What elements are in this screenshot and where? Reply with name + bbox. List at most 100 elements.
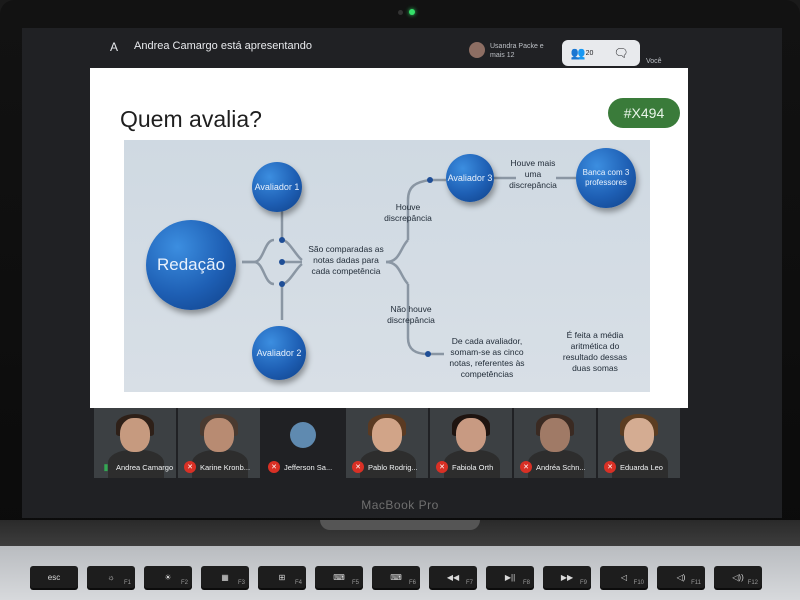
text-comparadas: São comparadas as notas dadas para cada … [308, 244, 384, 276]
participant-face [456, 418, 486, 452]
participant-name: Fabiola Orth [452, 463, 494, 472]
node-banca: Banca com 3 professores [576, 148, 636, 208]
keyboard-key: ⌨ F6 [372, 566, 420, 588]
participant-body [612, 450, 668, 478]
keyboard-key: ◁) F11 [657, 566, 705, 588]
key-label: ◁) [676, 572, 686, 582]
keyboard-key: ▶|| F8 [486, 566, 534, 588]
key-label: ☀ [164, 572, 172, 582]
participant-avatar [290, 422, 316, 448]
participant-tile[interactable]: ✕ Jefferson Sa... [262, 408, 344, 478]
chat-icon: 🗨 [613, 46, 629, 60]
keyboard-key: ◁))F12 [714, 566, 762, 588]
camera-lens [398, 10, 403, 15]
node-avaliador-1: Avaliador 1 [252, 162, 302, 212]
presenter-avatar-icon: A [110, 40, 119, 54]
participant-name: Andrea Camargo [116, 463, 174, 472]
mic-muted-icon: ✕ [268, 461, 280, 473]
people-button[interactable]: 👥20 [562, 40, 602, 66]
participant-face [204, 418, 234, 452]
people-icon: 👥 [570, 46, 586, 60]
presenting-status: Andrea Camargo está apresentando [134, 40, 312, 52]
mic-active-icon: ▮ [103, 461, 109, 472]
participant-body [528, 450, 584, 478]
key-fn-label: F1 [123, 580, 131, 586]
key-label: ◁ [620, 572, 628, 582]
keyboard-key: esc [30, 566, 78, 588]
participant-name: Pablo Rodrig... [368, 463, 418, 472]
participant-tile[interactable]: ✕ Pablo Rodrig... [346, 408, 428, 478]
mic-muted-icon: ✕ [184, 461, 196, 473]
participant-body [360, 450, 416, 478]
participant-tile[interactable]: ✕ Eduarda Leo [598, 408, 680, 478]
participant-strip: ▮ Andrea Camargo ✕ Karine Kronb... ✕ Jefferso… [94, 408, 694, 478]
participant-body [444, 450, 500, 478]
node-avaliador-2: Avaliador 2 [252, 326, 306, 380]
keyboard-key: ⊞ F4 [258, 566, 306, 588]
people-count: 20 [585, 49, 594, 57]
participant-body [108, 450, 164, 478]
others-label: Usandra Packe e mais 12 [490, 43, 544, 59]
text-nao-houve-discrepancia: Não houve discrepância [387, 304, 435, 325]
key-fn-label: F8 [522, 580, 530, 586]
key-fn-label: F4 [294, 580, 302, 586]
slide-tag-badge: #X494 [608, 98, 680, 128]
mic-muted-icon: ✕ [352, 461, 364, 473]
key-fn-label: F11 [691, 580, 701, 586]
meet-top-bar: A Andrea Camargo está apresentando Usand… [22, 28, 782, 66]
keyboard-key: ▶▶ F9 [543, 566, 591, 588]
participant-name: Jefferson Sa... [284, 463, 333, 472]
you-label: Você [646, 58, 662, 65]
key-label: ⌨ [390, 572, 402, 582]
chat-button[interactable]: 🗨 [602, 40, 640, 66]
participant-name: Karine Kronb... [200, 463, 251, 472]
presentation-slide: Quem avalia? #X494 [90, 68, 688, 408]
node-avaliador-3: Avaliador 3 [446, 154, 494, 202]
keyboard-key: ☼ F1 [87, 566, 135, 588]
text-mais-uma-discrepancia: Houve mais uma discrepância [509, 158, 557, 190]
keyboard-key: ⌨F5 [315, 566, 363, 588]
key-label: ⊞ [278, 572, 286, 582]
keyboard-key: ◁F10 [600, 566, 648, 588]
text-media-aritmetica: É feita a média aritmética do resultado … [562, 330, 628, 373]
key-fn-label: F5 [351, 580, 359, 586]
key-label: ▶|| [504, 572, 516, 582]
text-cada-avaliador: De cada avaliador, somam-se as cinco not… [449, 336, 525, 379]
key-fn-label: F2 [180, 580, 188, 586]
camera-indicator-light [409, 9, 415, 15]
keyboard-row: esc ☼ F1 ☀ F2 ▦F3 ⊞ F4 ⌨F5 ⌨ F6 ◀◀ F7 ▶|| F8 ▶▶ F9 ◁F10 ◁)… [30, 556, 780, 596]
key-label: ▦ [221, 572, 229, 582]
key-label: ◀◀ [446, 572, 460, 582]
key-label: ▶▶ [560, 572, 574, 582]
keyboard-key: ◀◀ F7 [429, 566, 477, 588]
participant-name: Andréa Schn... [536, 463, 586, 472]
key-label: ☼ [107, 572, 115, 582]
key-label: ◁)) [732, 572, 744, 582]
participant-face [624, 418, 654, 452]
participant-body [192, 450, 248, 478]
key-fn-label: F9 [579, 580, 587, 586]
laptop-screen: A Andrea Camargo está apresentando Usand… [22, 28, 782, 518]
key-fn-label: F7 [465, 580, 473, 586]
laptop-notch [320, 520, 480, 530]
laptop-brand: MacBook Pro [361, 498, 439, 512]
key-label: esc [47, 572, 61, 582]
participant-tile[interactable]: ✕ Karine Kronb... [178, 408, 260, 478]
flow-diagram: Redação Avaliador 1 Avaliador 2 Avaliado… [124, 140, 650, 392]
participant-avatar-mini [469, 42, 485, 58]
participant-tile[interactable]: ▮ Andrea Camargo [94, 408, 176, 478]
participant-tile[interactable]: ✕ Fabiola Orth [430, 408, 512, 478]
node-redacao: Redação [146, 220, 236, 310]
participant-tile[interactable]: ✕ Andréa Schn... [514, 408, 596, 478]
slide-title: Quem avalia? [120, 106, 262, 132]
mic-muted-icon: ✕ [604, 461, 616, 473]
participant-face [372, 418, 402, 452]
mic-muted-icon: ✕ [520, 461, 532, 473]
participant-face [540, 418, 570, 452]
text-houve-discrepancia: Houve discrepância [384, 202, 432, 223]
mic-muted-icon: ✕ [436, 461, 448, 473]
keyboard-key: ▦F3 [201, 566, 249, 588]
key-fn-label: F12 [747, 580, 758, 586]
key-fn-label: F6 [408, 580, 416, 586]
participant-name: Eduarda Leo [620, 463, 663, 472]
